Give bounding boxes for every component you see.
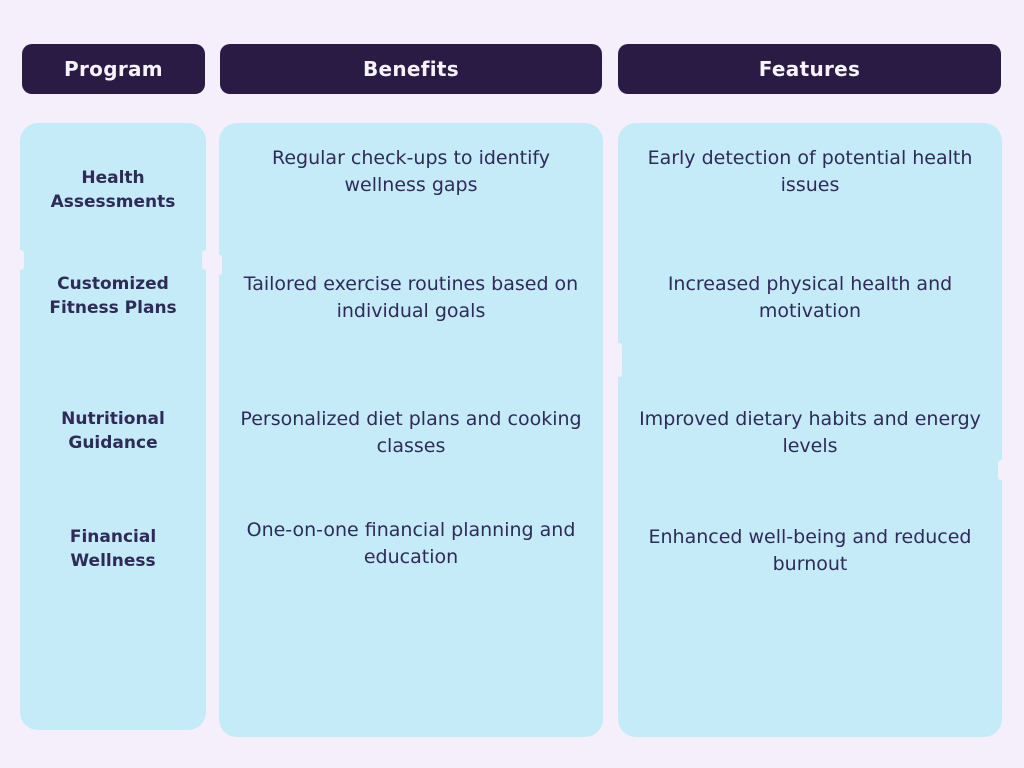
table-cell-program-2: Customized Fitness Plans (20, 272, 206, 320)
table-cell-features-1: Early detection of potential health issu… (618, 145, 1002, 199)
cell-text: Personalized diet plans and cooking clas… (240, 408, 582, 457)
cell-text: Increased physical health and motivation (667, 273, 953, 322)
table-cell-benefits-1: Regular check-ups to identify wellness g… (219, 145, 603, 199)
column-header-program-label: Program (64, 57, 163, 81)
table-cell-features-2: Increased physical health and motivation (618, 271, 1002, 325)
table-cell-benefits-2: Tailored exercise routines based on indi… (219, 271, 603, 325)
cell-seam (18, 250, 24, 270)
cell-text: Early detection of potential health issu… (647, 147, 973, 196)
cell-text: Tailored exercise routines based on indi… (243, 273, 579, 322)
column-header-program: Program (22, 44, 205, 94)
cell-seam (217, 255, 222, 275)
cell-text: Financial Wellness (69, 527, 157, 571)
column-program: Health Assessments Customized Fitness Pl… (18, 123, 208, 730)
column-header-features: Features (618, 44, 1001, 94)
table-cell-program-1: Health Assessments (20, 166, 206, 214)
cell-text: Health Assessments (50, 168, 176, 212)
cell-seam (998, 460, 1004, 480)
table-cell-program-4: Financial Wellness (20, 525, 206, 573)
table-cell-benefits-3: Personalized diet plans and cooking clas… (219, 406, 603, 460)
cell-seam (616, 343, 622, 377)
table-cell-features-4: Enhanced well-being and reduced burnout (618, 524, 1002, 578)
cell-text: Customized Fitness Plans (49, 274, 177, 318)
table-cell-benefits-4: One-on-one financial planning and educat… (219, 517, 603, 571)
column-header-features-label: Features (758, 57, 861, 81)
column-benefits: Regular check-ups to identify wellness g… (217, 123, 603, 737)
cell-seam (202, 250, 208, 270)
column-header-benefits: Benefits (220, 44, 602, 94)
cell-text: Enhanced well-being and reduced burnout (648, 526, 972, 575)
cell-text: Regular check-ups to identify wellness g… (272, 147, 550, 196)
table-cell-program-3: Nutritional Guidance (20, 407, 206, 455)
cell-text: One-on-one financial planning and educat… (246, 519, 576, 568)
cell-text: Nutritional Guidance (61, 409, 165, 453)
column-header-benefits-label: Benefits (362, 57, 460, 81)
cell-text: Improved dietary habits and energy level… (639, 408, 981, 457)
table-cell-features-3: Improved dietary habits and energy level… (618, 406, 1002, 460)
column-features: Early detection of potential health issu… (616, 123, 1004, 737)
